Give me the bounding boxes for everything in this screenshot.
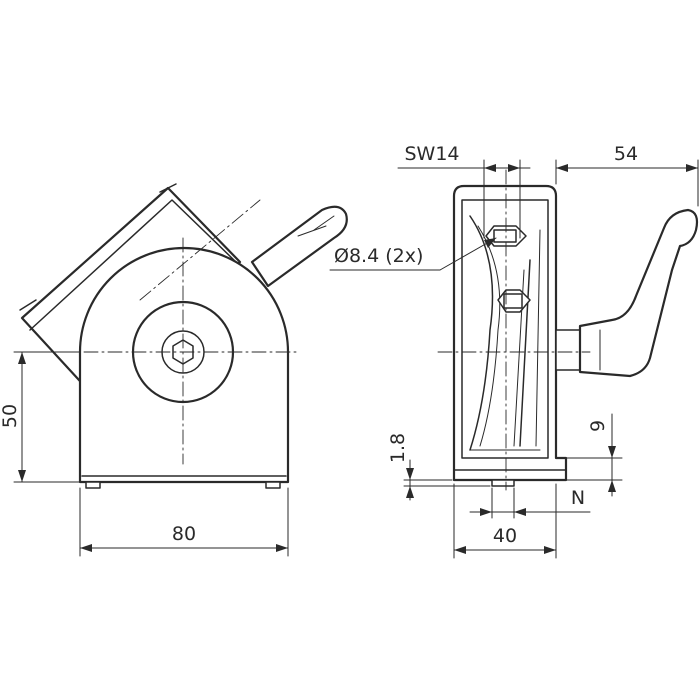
dim-9-label: 9 — [587, 420, 609, 432]
dim-sw14-label: SW14 — [404, 143, 459, 165]
dim-n-label: N — [571, 487, 585, 509]
right-view: SW14 54 Ø8.4 (2x) 1.8 — [329, 143, 699, 559]
dim-50-label: 50 — [0, 404, 21, 428]
dim-54-label: 54 — [614, 143, 638, 165]
foot-bottom — [491, 479, 515, 487]
dim-40-label: 40 — [493, 525, 517, 547]
dimension-54: 54 — [555, 143, 699, 207]
clamp-lever — [250, 205, 348, 288]
housing — [452, 184, 568, 482]
foot-left — [85, 481, 101, 489]
dimension-sw14: SW14 — [397, 143, 531, 239]
left-view: 50 80 — [0, 183, 348, 557]
dimension-1-8: 1.8 — [387, 433, 491, 501]
dimension-9: 9 — [565, 413, 623, 497]
foot-right — [265, 481, 281, 489]
lever-side — [555, 208, 699, 378]
dimension-n: N — [469, 487, 591, 519]
dimension-50: 50 — [0, 351, 81, 483]
hole-label: Ø8.4 (2x) — [334, 245, 423, 267]
dimension-80: 80 — [79, 487, 289, 557]
dim-1-8-label: 1.8 — [387, 433, 409, 463]
hole-callout: Ø8.4 (2x) — [329, 237, 497, 271]
dimension-40: 40 — [453, 483, 557, 559]
dim-80-label: 80 — [172, 523, 196, 545]
